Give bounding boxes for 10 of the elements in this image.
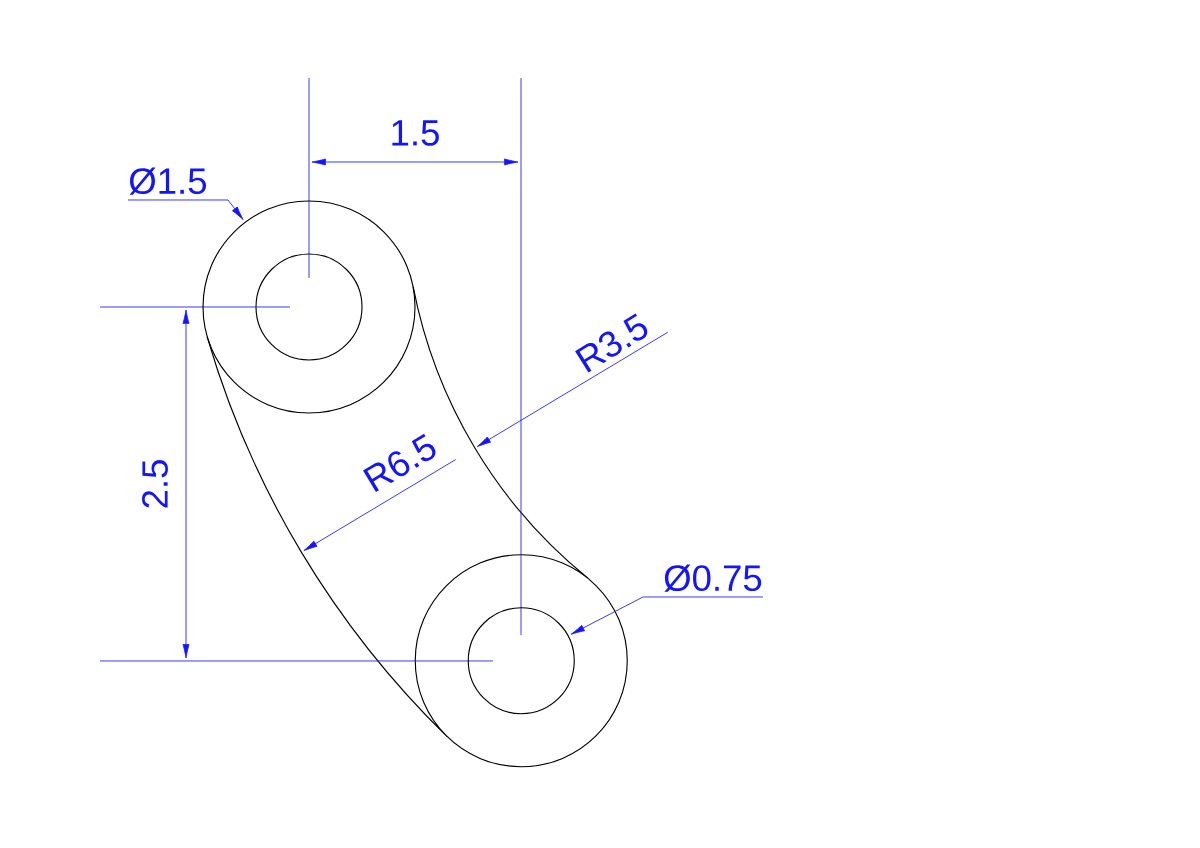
dimension-text: Ø1.5 xyxy=(129,167,206,195)
boss-circle xyxy=(202,200,416,414)
hole-circle xyxy=(467,607,575,715)
dimension-text: Ø0.75 xyxy=(664,564,762,592)
dimension-text: R6.5 xyxy=(363,433,436,493)
leader-line xyxy=(570,596,764,635)
dimension-text: 1.5 xyxy=(392,120,439,146)
dimension-text: R3.5 xyxy=(575,313,648,373)
leader-line xyxy=(127,199,244,220)
dimension-text: 2.5 xyxy=(142,460,168,508)
